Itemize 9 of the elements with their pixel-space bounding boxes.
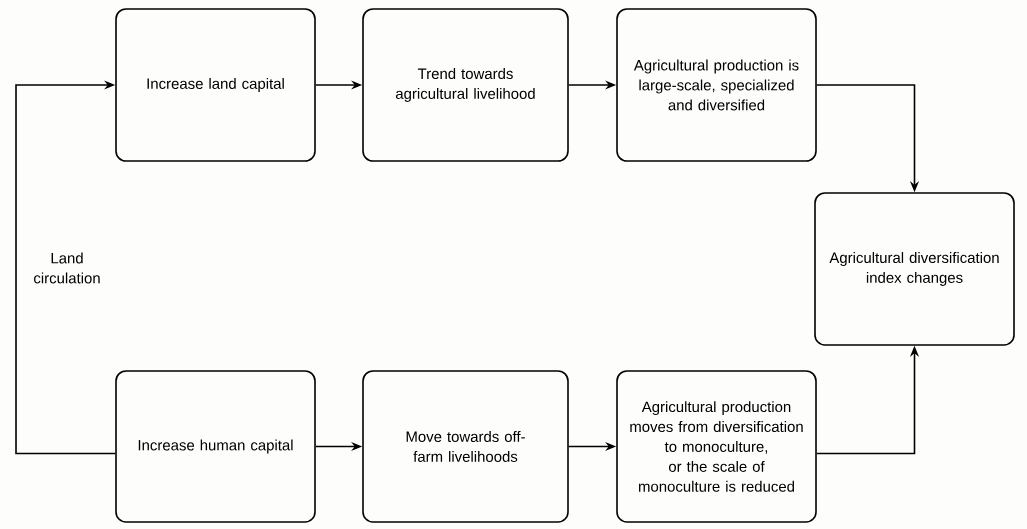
process-box: Trend towards agricultural livelihood <box>362 8 569 162</box>
process-box: Move towards off-farm livelihoods <box>362 370 569 523</box>
process-box: Agricultural diversification index changes <box>814 192 1015 346</box>
edge-label: Land circulation <box>34 252 100 284</box>
process-box: Agricultural production moves from diversification to monoculture, or the scale of monoculture is reduced <box>616 370 817 523</box>
process-box: Increase human capital <box>115 370 316 523</box>
arrow <box>15 80 116 455</box>
process-box: Agricultural production is large-scale, specialized and diversified <box>616 8 817 162</box>
process-box: Increase land capital <box>115 8 316 162</box>
